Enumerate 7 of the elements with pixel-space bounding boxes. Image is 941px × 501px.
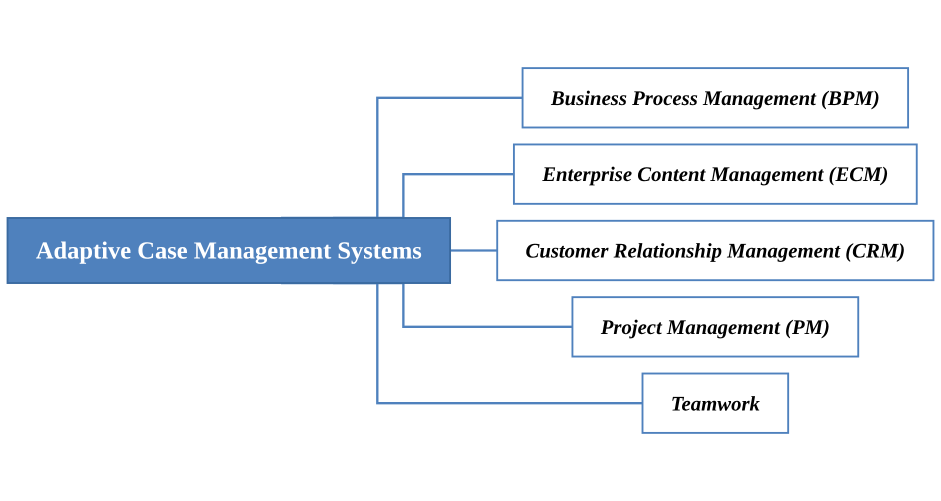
node-box: Project Management (PM) xyxy=(571,296,860,358)
node-box: Customer Relationship Management (CRM) xyxy=(496,220,934,282)
node-box: Business Process Management (BPM) xyxy=(522,67,910,128)
connector xyxy=(450,249,498,252)
node-box: Teamwork xyxy=(642,372,790,434)
node-box: Enterprise Content Management (ECM) xyxy=(512,144,918,205)
node-box: Adaptive Case Management Systems xyxy=(6,217,452,284)
